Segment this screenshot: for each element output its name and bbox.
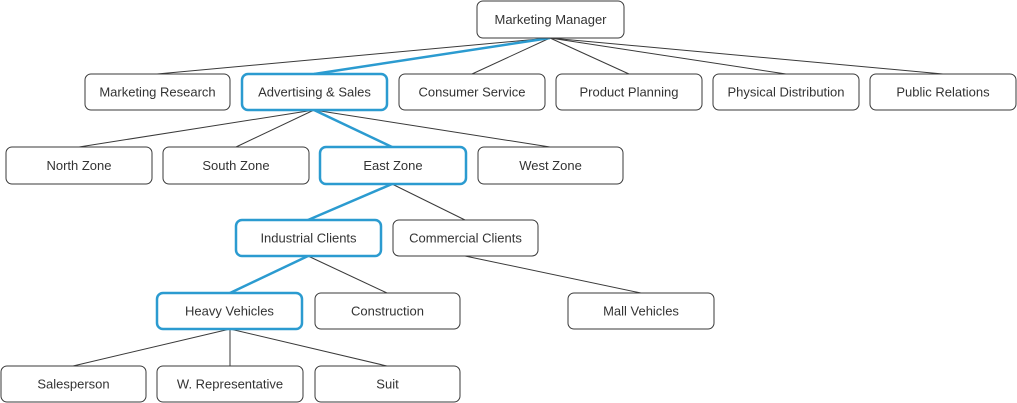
node-east-zone-label: East Zone <box>363 158 422 173</box>
edge-sales-west-zone <box>313 109 551 148</box>
node-salesperson-label: Salesperson <box>37 377 109 392</box>
node-marketing-manager-label: Marketing Manager <box>495 12 608 27</box>
node-physical-distribution-label: Physical Distribution <box>727 85 844 100</box>
node-east-zone-box <box>318 145 468 186</box>
node-south-zone-label: South Zone <box>202 158 269 173</box>
connector-lines <box>72 37 944 367</box>
node-industrial-clients-box <box>234 218 383 258</box>
node-suit: Suit <box>314 365 461 403</box>
node-suit-box <box>314 365 461 403</box>
node-marketing-research: Marketing Research <box>84 73 231 111</box>
edge-heavy-salesperson <box>72 328 231 367</box>
node-construction: Construction <box>314 292 461 330</box>
node-west-zone-label: West Zone <box>519 158 582 173</box>
node-commercial-clients: Commercial Clients <box>392 219 539 257</box>
edge-heavy-suit <box>229 328 388 367</box>
edge-manager-consumer-service <box>471 37 551 75</box>
node-public-relations-box <box>869 73 1017 111</box>
node-public-relations: Public Relations <box>869 73 1017 111</box>
node-w-representative-label: W. Representative <box>177 377 283 392</box>
node-advertising-sales: Advertising & Sales <box>240 72 389 112</box>
node-mall-vehicles-box <box>567 292 715 330</box>
node-consumer-service: Consumer Service <box>398 73 546 111</box>
edge-manager-sales-highlight <box>313 36 551 76</box>
node-heavy-vehicles-label: Heavy Vehicles <box>185 304 274 319</box>
edge-sales-east-highlight <box>313 108 393 149</box>
highlighted-path-lines <box>229 36 551 295</box>
node-consumer-service-label: Consumer Service <box>419 85 526 100</box>
edge-manager-product-planning <box>549 37 630 75</box>
edge-industrial-heavy-highlight <box>229 254 309 295</box>
node-east-zone: East Zone <box>318 145 468 186</box>
node-south-zone: South Zone <box>162 146 310 185</box>
node-industrial-clients: Industrial Clients <box>234 218 383 258</box>
node-marketing-manager: Marketing Manager <box>476 0 625 39</box>
node-west-zone: West Zone <box>477 146 624 185</box>
node-west-zone-box <box>477 146 624 185</box>
node-public-relations-label: Public Relations <box>896 85 990 100</box>
node-construction-box <box>314 292 461 330</box>
node-physical-distribution-box <box>712 73 860 111</box>
node-suit-label: Suit <box>376 377 399 392</box>
node-consumer-service-box <box>398 73 546 111</box>
node-w-representative: W. Representative <box>156 365 304 403</box>
node-physical-distribution: Physical Distribution <box>712 73 860 111</box>
edge-sales-north-zone <box>78 109 315 148</box>
edge-east-commercial <box>391 183 466 221</box>
node-north-zone-label: North Zone <box>46 158 111 173</box>
edge-east-industrial-highlight <box>307 182 393 222</box>
edge-manager-physical-distribution <box>549 37 787 75</box>
node-product-planning: Product Planning <box>555 73 703 111</box>
edge-industrial-construction <box>307 255 388 294</box>
edge-manager-public-relations <box>549 37 944 75</box>
node-w-representative-box <box>156 365 304 403</box>
node-commercial-clients-label: Commercial Clients <box>409 231 522 246</box>
edge-sales-south-zone <box>235 109 315 148</box>
node-south-zone-box <box>162 146 310 185</box>
node-salesperson: Salesperson <box>0 365 147 403</box>
node-industrial-clients-label: Industrial Clients <box>260 231 357 246</box>
node-mall-vehicles-label: Mall Vehicles <box>603 304 679 319</box>
node-commercial-clients-box <box>392 219 539 257</box>
node-salesperson-box <box>0 365 147 403</box>
node-product-planning-box <box>555 73 703 111</box>
node-product-planning-label: Product Planning <box>579 85 678 100</box>
node-advertising-sales-label: Advertising & Sales <box>258 85 371 100</box>
node-construction-label: Construction <box>351 304 424 319</box>
node-heavy-vehicles: Heavy Vehicles <box>155 291 304 331</box>
node-marketing-research-box <box>84 73 231 111</box>
node-advertising-sales-box <box>240 72 389 112</box>
node-north-zone: North Zone <box>5 146 153 185</box>
node-heavy-vehicles-box <box>155 291 304 331</box>
node-marketing-manager-box <box>476 0 625 39</box>
node-mall-vehicles: Mall Vehicles <box>567 292 715 330</box>
node-north-zone-box <box>5 146 153 185</box>
edge-manager-research <box>156 37 551 75</box>
node-marketing-research-label: Marketing Research <box>99 85 215 100</box>
edge-commercial-mall-vehicles <box>464 255 642 294</box>
